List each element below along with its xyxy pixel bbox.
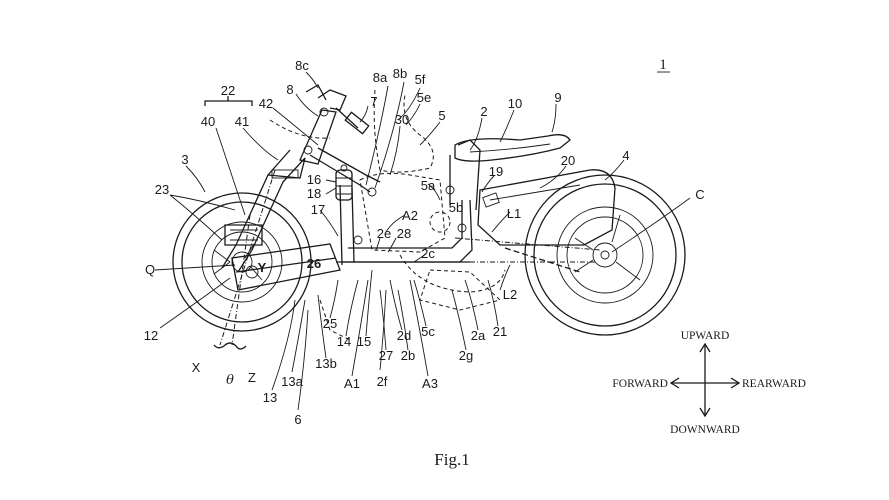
direction-rearward-label: REARWARD (742, 378, 806, 390)
label-19: 19 (489, 164, 503, 179)
steering-axis-lines (219, 169, 276, 346)
label-13b: 13b (315, 356, 337, 371)
label-28: 28 (397, 226, 411, 241)
label-theta: θ (226, 373, 234, 388)
label-8: 8 (286, 82, 293, 97)
label-2f: 2f (377, 374, 388, 389)
label-Y: Y (258, 260, 267, 275)
direction-down-label: DOWNWARD (670, 424, 740, 436)
seat (454, 134, 571, 162)
direction-arrows (669, 342, 741, 418)
label-5a: 5a (421, 178, 436, 193)
figure-caption: Fig.1 (434, 450, 469, 469)
figure-ref-number: 1 (659, 57, 667, 73)
label-7: 7 (370, 94, 377, 109)
label-A2: A2 (402, 208, 418, 223)
label-17: 17 (311, 202, 325, 217)
label-Q: Q (145, 262, 155, 277)
label-5: 5 (438, 108, 445, 123)
label-8c: 8c (295, 58, 309, 73)
label-16: 16 (307, 172, 321, 187)
label-10: 10 (508, 96, 522, 111)
label-A1: A1 (344, 376, 360, 391)
label-A3: A3 (422, 376, 438, 391)
label-L2: L2 (503, 287, 517, 302)
label-25: 25 (323, 316, 337, 331)
label-5e: 5e (417, 90, 431, 105)
label-X: X (192, 360, 201, 375)
label-9: 9 (554, 90, 561, 105)
swing-arm-unit (231, 243, 470, 291)
label-2g: 2g (459, 348, 473, 363)
label-15: 15 (357, 334, 371, 349)
label-8a: 8a (373, 70, 388, 85)
label-3: 3 (181, 152, 188, 167)
handlebar-assembly (299, 84, 370, 165)
label-2a: 2a (471, 328, 486, 343)
label-21: 21 (493, 324, 507, 339)
label-12: 12 (144, 328, 158, 343)
hidden-components (269, 89, 506, 341)
label-2d: 2d (397, 328, 411, 343)
front-wheel (172, 192, 312, 332)
rear-cover (477, 169, 616, 246)
label-5f: 5f (415, 72, 426, 87)
leader-lines (154, 71, 691, 411)
label-26: 26 (307, 256, 321, 271)
label-2c: 2c (421, 246, 435, 261)
label-2e: 2e (377, 226, 391, 241)
label-42: 42 (259, 96, 273, 111)
label-40: 40 (201, 114, 215, 129)
label-4: 4 (622, 148, 629, 163)
rear-wheel (524, 174, 686, 336)
label-30: 30 (395, 112, 409, 127)
label-27: 27 (379, 348, 393, 363)
label-23: 23 (155, 182, 169, 197)
label-22: 22 (221, 83, 235, 98)
direction-up-label: UPWARD (681, 330, 730, 342)
label-2: 2 (480, 104, 487, 119)
label-5b: 5b (449, 200, 463, 215)
label-14: 14 (337, 334, 351, 349)
label-5c: 5c (421, 324, 435, 339)
label-2b: 2b (401, 348, 415, 363)
direction-forward-label: FORWARD (612, 378, 668, 390)
shock-absorber (335, 164, 353, 201)
label-18: 18 (307, 186, 321, 201)
label-C: C (695, 187, 704, 202)
label-41: 41 (235, 114, 249, 129)
label-13: 13 (263, 390, 277, 405)
main-frame (309, 139, 481, 266)
bracket-22 (204, 96, 253, 106)
label-Z: Z (248, 370, 256, 385)
label-L1: L1 (507, 206, 521, 221)
label-13a: 13a (281, 374, 303, 389)
reference-labels: 22 40 41 42 8c 8 7 8a 8b 5f 5e 5 2 10 9 … (144, 58, 705, 427)
label-8b: 8b (393, 66, 407, 81)
drive-chain (454, 237, 601, 273)
label-20: 20 (561, 153, 575, 168)
label-6: 6 (294, 412, 301, 427)
bracket-theta (213, 342, 247, 350)
